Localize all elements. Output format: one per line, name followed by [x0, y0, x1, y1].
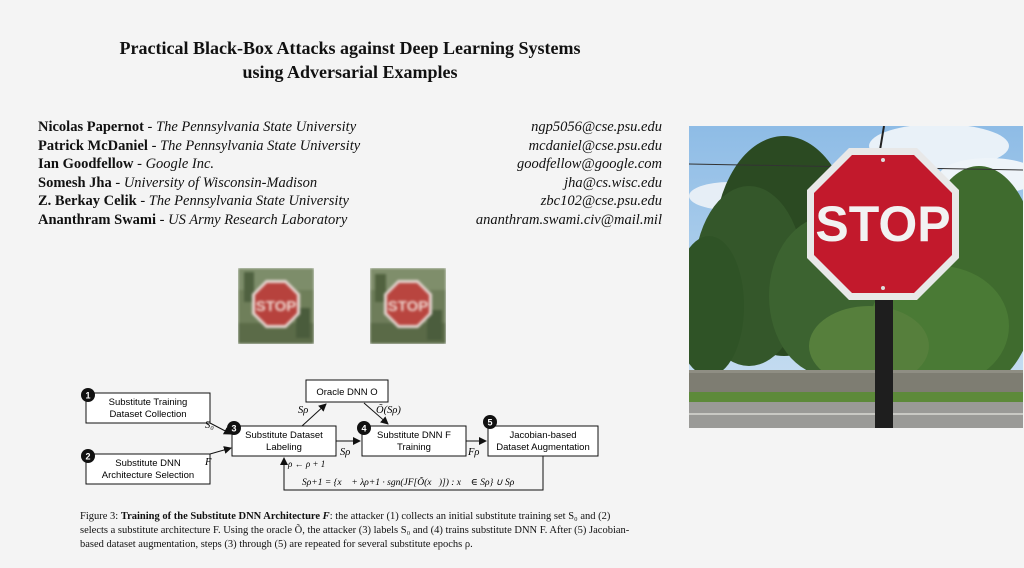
caption-prefix: Figure 3:: [80, 511, 121, 522]
stop-sign-thumbnail-original: STOP: [238, 268, 314, 344]
oracle-box: Oracle DNN O: [305, 379, 389, 403]
step-3-box: Substitute Dataset Labeling 3: [227, 421, 337, 457]
step-1-badge: 1: [85, 391, 90, 401]
author-email: mcdaniel@cse.psu.edu: [528, 137, 662, 154]
step-2-box: Substitute DNN Architecture Selection 2: [81, 449, 211, 485]
label-fp: Fρ: [467, 447, 479, 458]
step-2-badge: 2: [85, 452, 90, 462]
author-row: Patrick McDaniel - The Pennsylvania Stat…: [38, 137, 662, 154]
thumb-sign-text: STOP: [388, 298, 429, 315]
step-5-line-2: Dataset Augmentation: [496, 442, 589, 453]
photo-sign-text: STOP: [815, 196, 950, 252]
label-s0: S₀: [205, 420, 214, 431]
step-3-line-2: Labeling: [266, 442, 302, 453]
thumb-sign-text: STOP: [256, 298, 297, 315]
arrow-5-loop-to-3: [280, 456, 544, 491]
author-email: ananthram.swami.civ@mail.mil: [475, 211, 662, 228]
step-4-line-1: Substitute DNN F: [377, 430, 451, 441]
step-2-line-1: Substitute DNN: [115, 458, 181, 469]
substitute-training-diagram: Substitute Training Dataset Collection 1…: [74, 376, 634, 506]
step-4-badge: 4: [361, 424, 366, 434]
author-name: Nicolas Papernot: [38, 119, 144, 135]
step-5-badge: 5: [487, 418, 492, 428]
author-email: goodfellow@google.com: [516, 156, 662, 172]
author-affiliation: The Pennsylvania State University: [148, 193, 349, 209]
arrow-oracle-to-4: [363, 402, 389, 425]
step-1-line-1: Substitute Training: [109, 397, 188, 408]
step-3-line-1: Substitute Dataset: [245, 430, 323, 441]
label-oracle-output: Õ(Sρ): [376, 404, 401, 416]
figure-caption: Figure 3: Training of the Substitute DNN…: [80, 510, 636, 552]
arrow-3-to-oracle: [301, 403, 327, 427]
author-row: Somesh Jha - University of Wisconsin-Mad…: [38, 174, 662, 191]
stop-sign-photo: STOP: [689, 126, 1023, 428]
label-sp-training: Sρ: [340, 447, 350, 458]
step-5-line-1: Jacobian-based: [509, 430, 576, 441]
step-3-badge: 3: [231, 424, 236, 434]
augmentation-formula: Sρ+1 = {x⃗ + λρ+1 · sgn(JF[Õ(x⃗)]) : x⃗ …: [302, 476, 515, 488]
author-affiliation: The Pennsylvania State University: [160, 137, 361, 154]
label-rho-increment: ρ ← ρ + 1: [287, 459, 325, 469]
step-2-line-2: Architecture Selection: [102, 470, 194, 481]
arrow-1-to-3: [209, 422, 232, 435]
author-name: Z. Berkay Celik: [38, 193, 137, 209]
author-row: Ananthram Swami - US Army Research Labor…: [38, 211, 662, 228]
title-line-1: Practical Black-Box Attacks against Deep…: [119, 38, 581, 58]
author-affiliation: Google Inc.: [145, 156, 215, 172]
caption-body: : the attacker (1) collects an initial s…: [80, 511, 630, 550]
author-list: Nicolas Papernot - The Pennsylvania Stat…: [38, 118, 662, 229]
step-1-line-2: Dataset Collection: [109, 409, 186, 420]
stop-sign-thumbnail-adversarial: STOP: [370, 268, 446, 344]
title-line-2: using Adversarial Examples: [242, 62, 458, 82]
label-f: F: [204, 457, 212, 468]
author-affiliation: US Army Research Laboratory: [168, 211, 348, 228]
author-email: jha@cs.wisc.edu: [564, 174, 662, 191]
caption-bold: Training of the Substitute DNN Architect…: [120, 511, 323, 522]
author-email: ngp5056@cse.psu.edu: [531, 119, 662, 135]
paper-title: Practical Black-Box Attacks against Deep…: [0, 36, 700, 84]
author-affiliation: The Pennsylvania State University: [156, 119, 357, 135]
author-name: Somesh Jha: [38, 174, 112, 191]
step-4-line-2: Training: [397, 442, 431, 453]
arrow-2-to-3: [209, 446, 232, 455]
label-sp-oracle: Sρ: [298, 405, 308, 416]
author-email: zbc102@cse.psu.edu: [540, 193, 662, 209]
author-row: Nicolas Papernot - The Pennsylvania Stat…: [38, 119, 662, 135]
author-name: Patrick McDaniel: [38, 137, 148, 154]
step-1-box: Substitute Training Dataset Collection 1: [81, 388, 211, 424]
author-row: Ian Goodfellow - Google Inc. goodfellow@…: [38, 156, 662, 172]
author-name: Ian Goodfellow: [38, 156, 134, 172]
oracle-label: Oracle DNN O: [316, 387, 377, 398]
author-row: Z. Berkay Celik - The Pennsylvania State…: [38, 193, 662, 209]
author-affiliation: University of Wisconsin-Madison: [123, 174, 318, 191]
author-name: Ananthram Swami: [38, 211, 157, 228]
step-5-box: Jacobian-based Dataset Augmentation 5: [483, 415, 599, 457]
caption-bold-var: F: [322, 511, 330, 522]
step-4-box: Substitute DNN F Training 4: [357, 421, 467, 457]
